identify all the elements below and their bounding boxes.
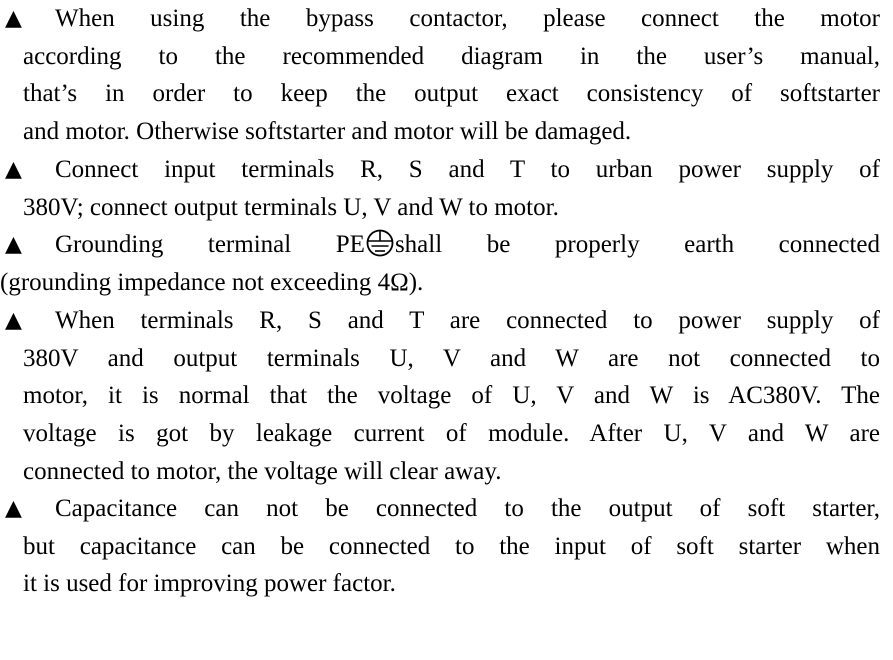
text-line: ▲Connect input terminals R, S and T to u… <box>0 151 880 189</box>
text-line: ▲When using the bypass contactor, please… <box>0 0 880 38</box>
text-line: according to the recommended diagram in … <box>23 42 880 70</box>
text-line: connected to motor, the voltage will cle… <box>23 457 502 485</box>
bullet-item-input-terminals: ▲Connect input terminals R, S and T to u… <box>0 151 880 226</box>
text-line: it is used for improving power factor. <box>23 570 396 598</box>
text-line: motor, it is normal that the voltage of … <box>23 382 880 410</box>
triangle-bullet-icon: ▲ <box>5 308 22 333</box>
text-line: voltage is got by leakage current of mod… <box>23 420 880 448</box>
text-line: 380V and output terminals U, V and W are… <box>23 344 880 372</box>
text-line: but capacitance can be connected to the … <box>23 532 880 560</box>
ground-symbol-icon <box>366 229 394 257</box>
bullet-item-output-voltage: ▲When terminals R, S and T are connected… <box>0 302 880 491</box>
text-line: 380V; connect output terminals U, V and … <box>23 193 559 221</box>
triangle-bullet-icon: ▲ <box>5 496 22 521</box>
triangle-bullet-icon: ▲ <box>5 157 22 182</box>
text-line: and motor. Otherwise softstarter and mot… <box>23 118 632 146</box>
text-line: (grounding impedance not exceeding 4Ω). <box>0 268 424 296</box>
text-line: ▲When terminals R, S and T are connected… <box>0 302 880 340</box>
text-line: that’s in order to keep the output exact… <box>23 80 880 108</box>
bullet-item-capacitance: ▲Capacitance can not be connected to the… <box>0 490 880 603</box>
triangle-bullet-icon: ▲ <box>5 6 22 31</box>
bullet-item-bypass-contactor: ▲When using the bypass contactor, please… <box>0 0 880 151</box>
triangle-bullet-icon: ▲ <box>5 232 22 257</box>
text-line: ▲Capacitance can not be connected to the… <box>0 490 880 528</box>
